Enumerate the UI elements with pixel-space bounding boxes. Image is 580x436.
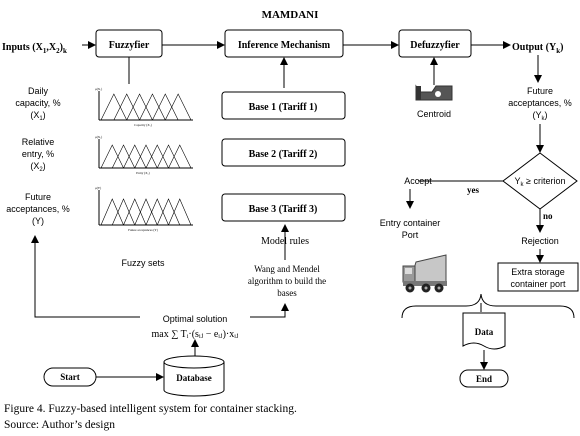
- svg-text:entry, %: entry, %: [22, 149, 54, 159]
- data-document: [462, 312, 506, 350]
- membership-function: [111, 144, 136, 169]
- svg-text:Extra storage: Extra storage: [511, 267, 565, 277]
- extra-storage-box: [497, 262, 579, 292]
- membership-function: [168, 198, 192, 226]
- fuzzy-sets-label: Fuzzy sets: [121, 258, 165, 268]
- membership-function: [100, 93, 127, 121]
- input-var-3: Future acceptances, % (Y): [6, 192, 70, 226]
- svg-text:(Y): (Y): [32, 216, 44, 226]
- output-label: Output (Yk): [512, 42, 563, 55]
- membership-function: [145, 144, 169, 169]
- svg-text:Port: Port: [402, 230, 419, 240]
- centroid-icon: [415, 84, 453, 101]
- inference-label: Inference Mechanism: [238, 40, 331, 51]
- end-terminal: [459, 369, 509, 388]
- diagram-title: MAMDANI: [262, 9, 319, 21]
- base2-box: [221, 138, 346, 167]
- membership-function: [165, 93, 192, 121]
- svg-text:capacity, %: capacity, %: [15, 98, 60, 108]
- optimal-formula: max ∑ Tᵢ·(sᵢⱼ − eᵢⱼ)·xᵢⱼ: [151, 329, 238, 340]
- accept-label: Accept: [404, 176, 432, 186]
- membership-function: [123, 198, 147, 226]
- input-var-1: Daily capacity, % (X1): [15, 86, 60, 122]
- membership-function: [139, 93, 166, 121]
- no-label: no: [543, 211, 553, 221]
- membership-function: [156, 144, 181, 169]
- membership-function: [168, 144, 192, 169]
- end-label: End: [476, 374, 492, 384]
- figure-caption: Figure 4. Fuzzy-based intelligent system…: [4, 403, 297, 415]
- fuzzy-set-plot-3: μ(Y) Future acceptances (Y): [95, 186, 193, 232]
- membership-function: [145, 198, 169, 226]
- extra-storage-label: Extra storage container port: [510, 267, 566, 289]
- svg-text:(X2): (X2): [30, 161, 45, 173]
- svg-text:Future: Future: [25, 192, 51, 202]
- svg-text:μ(X₁): μ(X₁): [95, 87, 102, 91]
- base1-box: [221, 91, 346, 120]
- base3-label: Base 3 (Tariff 3): [249, 204, 318, 215]
- centroid-label: Centroid: [417, 109, 451, 119]
- svg-text:Relative: Relative: [22, 137, 55, 147]
- inputs-label: Inputs (X1,X2)k: [2, 42, 67, 55]
- database-cylinder: [163, 355, 225, 397]
- truck-icon: [402, 254, 447, 293]
- membership-function: [123, 144, 147, 169]
- base3-box: [221, 193, 346, 222]
- wang-mendel-label: Wang and Mendel algorithm to build the b…: [248, 264, 326, 298]
- svg-text:Future acceptances (Y): Future acceptances (Y): [128, 228, 158, 232]
- figure-source: Source: Author’s design: [4, 419, 115, 431]
- membership-function: [100, 198, 124, 226]
- rejection-label: Rejection: [521, 236, 559, 246]
- svg-text:μ(X₂): μ(X₂): [95, 135, 102, 139]
- svg-text:(Yk): (Yk): [533, 110, 548, 122]
- yes-label: yes: [467, 185, 479, 195]
- fuzzyfier-label: Fuzzyfier: [109, 40, 150, 51]
- base2-label: Base 2 (Tariff 2): [249, 149, 318, 160]
- entry-port-label: Entry container Port: [380, 218, 441, 240]
- start-label: Start: [60, 372, 80, 382]
- svg-text:Entry (X₂): Entry (X₂): [136, 171, 149, 175]
- svg-text:Future: Future: [527, 86, 553, 96]
- svg-text:Wang and Mendel: Wang and Mendel: [254, 264, 320, 274]
- merge-brace: [401, 293, 575, 319]
- base1-label: Base 1 (Tariff 1): [249, 102, 318, 113]
- svg-text:Daily: Daily: [28, 86, 49, 96]
- membership-function: [156, 198, 181, 226]
- arrow-optimal-to-algorithm: [250, 303, 289, 318]
- data-label: Data: [475, 327, 494, 337]
- svg-text:container port: container port: [510, 279, 566, 289]
- future-acceptances-label: Future acceptances, % (Yk): [508, 86, 572, 122]
- membership-function: [100, 144, 124, 169]
- svg-text:algorithm to build the: algorithm to build the: [248, 276, 326, 286]
- membership-function: [111, 198, 136, 226]
- svg-text:bases: bases: [277, 288, 297, 298]
- fuzzy-set-plot-2: μ(X₂) Entry (X₂): [95, 135, 193, 175]
- svg-text:acceptances, %: acceptances, %: [6, 204, 70, 214]
- svg-text:acceptances, %: acceptances, %: [508, 98, 572, 108]
- svg-text:μ(Y): μ(Y): [95, 186, 101, 190]
- membership-function: [152, 93, 179, 121]
- svg-text:(X1): (X1): [30, 110, 45, 122]
- membership-function: [134, 144, 158, 169]
- optimal-solution-label: Optimal solution: [163, 314, 228, 324]
- membership-function: [126, 93, 153, 121]
- membership-function: [113, 93, 140, 121]
- membership-function: [134, 198, 158, 226]
- fuzzy-set-plot-1: μ(X₁) Capacity (X₁): [95, 87, 193, 127]
- svg-text:Entry container: Entry container: [380, 218, 441, 228]
- arrow-optimal-to-inputs: [31, 235, 140, 318]
- defuzzyfier-label: Defuzzyfier: [410, 40, 460, 51]
- decision-label: Yk ≥ criterion: [515, 176, 566, 188]
- database-label: Database: [176, 373, 212, 383]
- input-var-2: Relative entry, % (X2): [22, 137, 55, 173]
- svg-text:Capacity (X₁): Capacity (X₁): [134, 123, 152, 127]
